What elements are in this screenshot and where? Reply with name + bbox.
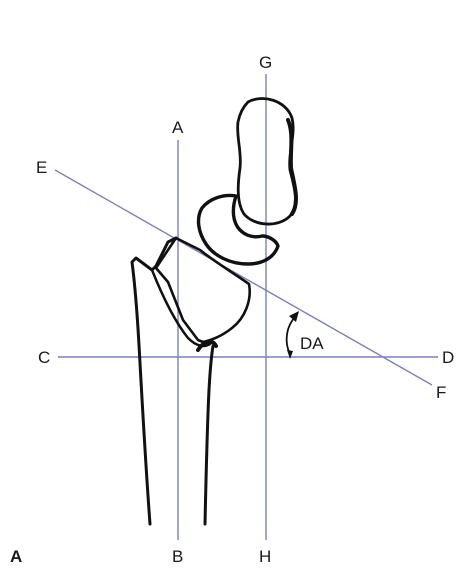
metacarpal-bone (236, 97, 297, 226)
label-f: F (436, 383, 446, 402)
capitate-bone (196, 193, 280, 266)
lunate-bone (154, 236, 251, 344)
line-e-f (54, 169, 433, 386)
metacarpal-shadow (286, 118, 298, 216)
label-e: E (36, 158, 47, 177)
label-c: C (38, 348, 50, 367)
label-d: D (442, 348, 454, 367)
radius-inner-edge (150, 268, 212, 348)
label-h: H (259, 547, 271, 566)
label-a: A (172, 118, 184, 137)
angle-label: DA (300, 334, 324, 353)
angle-arrowhead-bottom (287, 350, 293, 359)
angle-arrowhead-top (289, 311, 299, 322)
angle-arc-arrow (285, 315, 297, 355)
radius-outline (130, 236, 178, 526)
label-g: G (259, 53, 272, 72)
ulna-outline (203, 344, 215, 526)
label-b: B (172, 547, 183, 566)
panel-label: A (10, 547, 22, 566)
